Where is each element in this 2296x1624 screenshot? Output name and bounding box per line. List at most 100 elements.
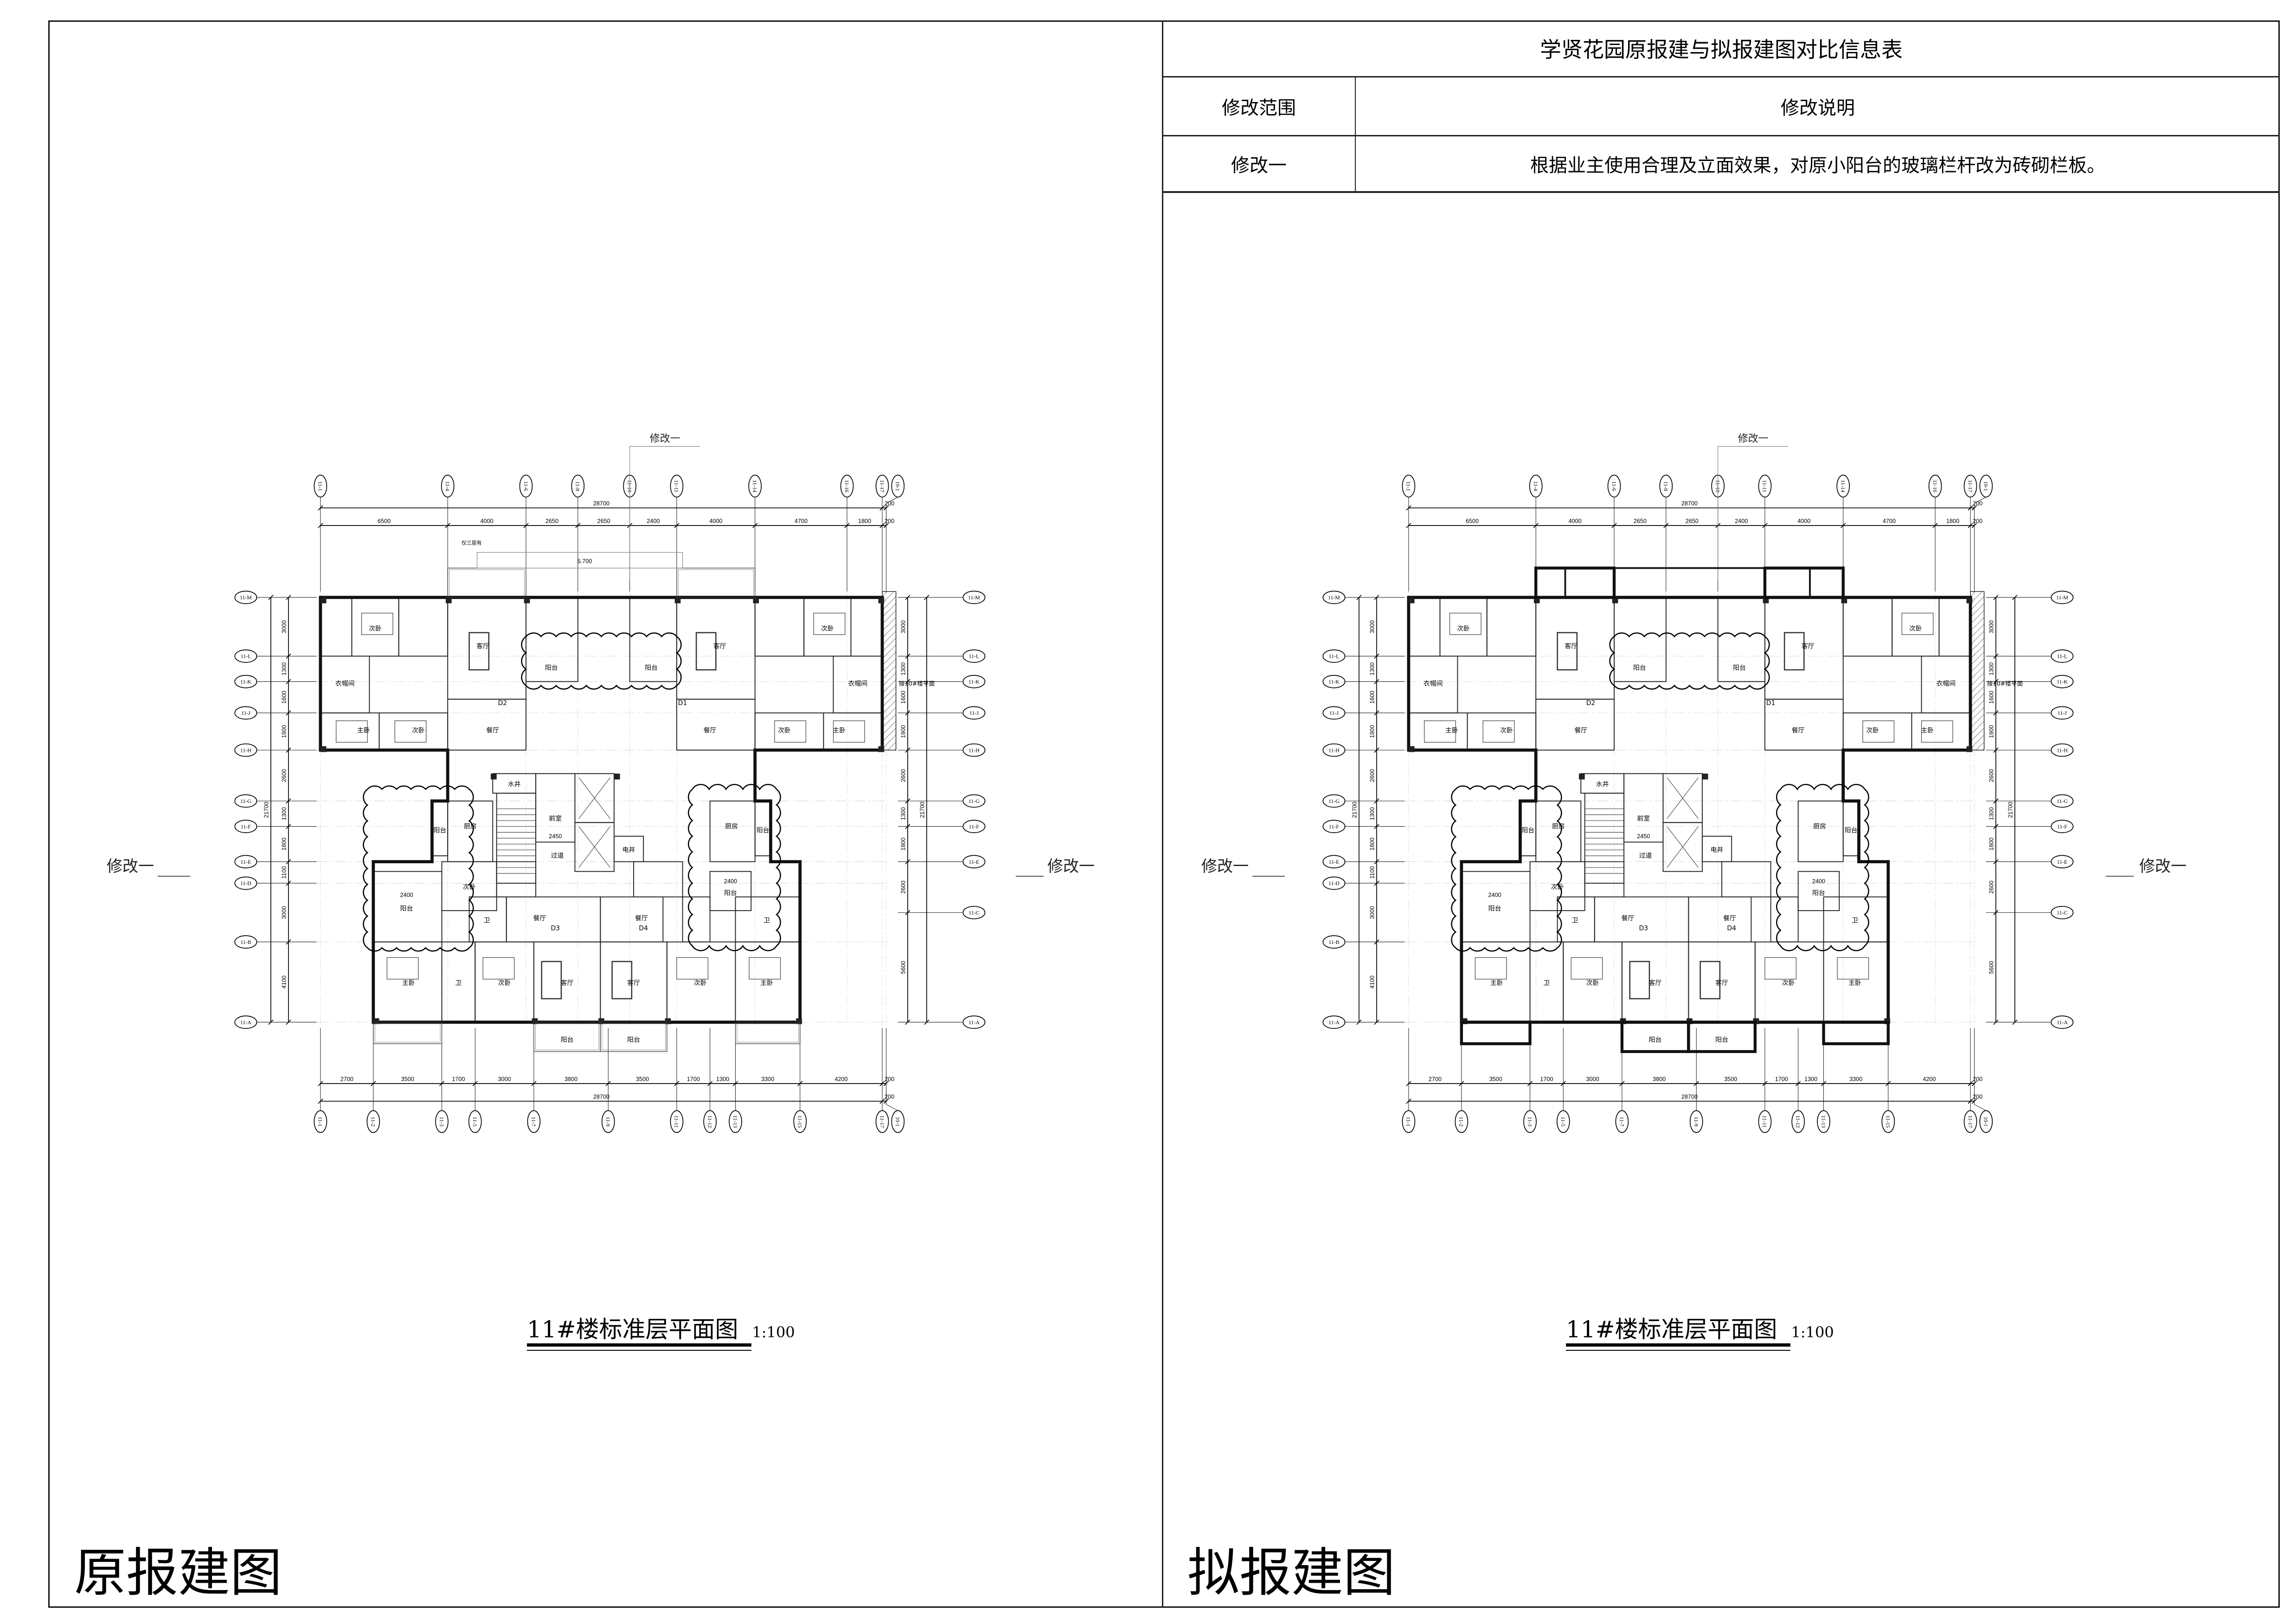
axis-label: 11-E xyxy=(1329,859,1340,865)
dimension-tick xyxy=(1533,523,1539,528)
room-label: 主卧 xyxy=(1921,727,1934,734)
dimension-tick xyxy=(286,823,291,829)
dimension-label: 1800 xyxy=(858,518,871,524)
room-label: 阳台 xyxy=(433,827,446,834)
axis-bubble-circle xyxy=(962,855,986,868)
axis-bubble: 11-B xyxy=(1322,935,1346,949)
dimension-label: 3000 xyxy=(498,1076,511,1082)
axis-bubble-circle xyxy=(729,1110,742,1133)
bed-icon xyxy=(482,957,515,980)
structural-column xyxy=(1533,597,1540,603)
dimension-label: 3500 xyxy=(1489,1076,1502,1082)
room-label: 阳台 xyxy=(724,889,737,897)
axis-label: 11-A xyxy=(968,1019,980,1026)
axis-bubble-circle xyxy=(703,1110,717,1133)
dimension-tick xyxy=(1374,747,1379,753)
dimension-label: 2600 xyxy=(900,769,906,782)
axis-bubble-circle xyxy=(527,1110,541,1133)
sofa-rug-icon xyxy=(468,632,490,671)
axis-label: 11-13 xyxy=(1820,1115,1827,1128)
axis-label: 11-K xyxy=(1328,679,1340,685)
dimension-tick xyxy=(1611,523,1617,528)
axis-label: 11-M xyxy=(2056,594,2068,601)
dimension-tick xyxy=(1459,1081,1464,1086)
axis-label: 11-11 xyxy=(673,1116,680,1128)
axis-bubble-circle xyxy=(234,855,257,868)
axis-label: 11-6 xyxy=(523,481,529,491)
axis-bubble: 10-1 xyxy=(891,1110,905,1133)
axis-bubble-circle xyxy=(1402,1110,1416,1133)
axis-label: 11-A xyxy=(2057,1019,2068,1026)
structural-column xyxy=(532,1018,538,1024)
room-outline xyxy=(1623,773,1664,843)
dimension-tick xyxy=(1971,1098,1977,1104)
room-outline xyxy=(754,597,805,657)
bed-icon xyxy=(1475,957,1507,980)
dimension-label: 3300 xyxy=(1849,1076,1862,1082)
axis-bubble: 11-L xyxy=(234,649,257,663)
dimension-label: 4000 xyxy=(1797,518,1810,524)
axis-label: 11-3 xyxy=(1526,1117,1533,1126)
room-label: 餐厅 xyxy=(635,915,648,922)
axis-bubble: 11-11 xyxy=(1758,475,1772,498)
dimension-tick xyxy=(905,823,911,829)
room-label: 阳台 xyxy=(1633,664,1646,672)
axis-bubble: 11-F xyxy=(1322,820,1346,833)
dimension-tick xyxy=(286,880,291,886)
dimension-tick xyxy=(1968,505,1973,511)
adjacent-building-hatch xyxy=(882,591,897,751)
dimension-tick xyxy=(1993,747,1999,753)
exterior-wall xyxy=(319,596,884,1024)
axis-bubble: 11-K xyxy=(234,675,257,688)
revision-leader xyxy=(158,876,190,877)
axis-label: 11-K xyxy=(968,679,980,685)
dimension-label: 2400 xyxy=(647,518,660,524)
structural-column xyxy=(445,597,452,603)
axis-bubble-circle xyxy=(962,649,986,663)
axis-label: 11-4 xyxy=(1533,481,1539,491)
dimension-label: 200 xyxy=(1973,1076,1982,1082)
room-label: D1 xyxy=(678,700,687,707)
dimension-label: 1300 xyxy=(1369,662,1375,675)
axis-bubble: 11-6 xyxy=(519,475,533,498)
room-label: D1 xyxy=(1766,700,1776,707)
room-outline xyxy=(682,896,711,943)
axis-label: 11-F xyxy=(241,823,251,830)
dimension-tick xyxy=(286,859,291,865)
revision-cloud xyxy=(363,785,474,952)
axis-label: 11-2 xyxy=(370,1117,377,1126)
dimension-label: 1300 xyxy=(1369,807,1375,820)
axis-label: 11-5 xyxy=(1560,1117,1566,1126)
dimension-label: 1300 xyxy=(281,807,287,820)
axis-label: 11-8 xyxy=(1663,481,1669,491)
structural-column xyxy=(491,773,497,780)
structural-column xyxy=(524,597,530,603)
bed-icon xyxy=(1764,957,1797,980)
bed-icon xyxy=(1482,720,1515,743)
dimension-tick xyxy=(1619,1081,1625,1086)
room-label: 阳台 xyxy=(645,664,658,672)
axis-bubble: 11-8 xyxy=(571,475,585,498)
room-outline xyxy=(1764,699,1844,751)
dimension-label: 2400 xyxy=(1812,878,1825,885)
axis-bubble-circle xyxy=(962,743,986,757)
axis-label: 11-14 xyxy=(752,480,758,492)
dimension-label: 4000 xyxy=(481,518,494,524)
revision-leader xyxy=(1252,876,1285,877)
axis-bubble: 11-9 xyxy=(1689,1110,1703,1133)
balcony-brick-parapet xyxy=(1687,1021,1757,1053)
revision-mark-left-original: 修改一 xyxy=(107,857,154,876)
axis-bubble: 11-11 xyxy=(1758,1110,1772,1133)
dimension-label: 1900 xyxy=(900,725,906,738)
dimension-tick xyxy=(1762,523,1768,528)
dimension-label: 2700 xyxy=(340,1076,353,1082)
dimension-tick xyxy=(1993,679,1999,685)
dimension-tick xyxy=(905,595,911,600)
balcony-glass-railing xyxy=(535,1023,599,1050)
dimension-tick xyxy=(883,505,889,511)
axis-bubble-circle xyxy=(366,1110,380,1133)
axis-bubble-circle xyxy=(891,1110,905,1133)
axis-label: 11-L xyxy=(241,653,251,660)
axis-label: 10-1 xyxy=(1983,1117,1989,1127)
dimension-tick xyxy=(1356,1019,1362,1025)
